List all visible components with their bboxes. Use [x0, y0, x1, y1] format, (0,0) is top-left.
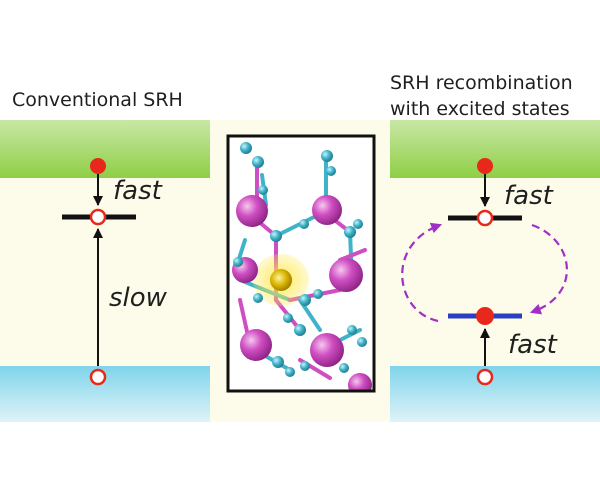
right-panel-title-line1: SRH recombination [390, 72, 573, 94]
right-valence-band [390, 366, 600, 422]
cycle-arrow-right [529, 223, 568, 315]
right-valence-hole-icon [476, 368, 494, 386]
right-trapped-hole-icon [476, 209, 494, 227]
left-trapped-hole-icon [89, 208, 107, 226]
left-upper-rate-label: fast [113, 176, 162, 206]
right-upper-rate-label: fast [504, 181, 553, 211]
right-conduction-band [390, 120, 600, 178]
left-electron-icon [90, 158, 106, 174]
right-electron-icon [477, 158, 493, 174]
cycle-arrow-left [401, 222, 443, 323]
left-lower-rate-label: slow [109, 283, 167, 313]
crystal-structure-icon [226, 134, 376, 393]
right-lower-rate-label: fast [508, 330, 557, 360]
right-panel-title-line2: with excited states [390, 98, 570, 120]
left-panel-title: Conventional SRH [12, 89, 183, 111]
left-process [62, 158, 136, 386]
right-process [401, 158, 568, 386]
left-valence-hole-icon [89, 368, 107, 386]
right-excited-electron-icon [476, 307, 494, 325]
